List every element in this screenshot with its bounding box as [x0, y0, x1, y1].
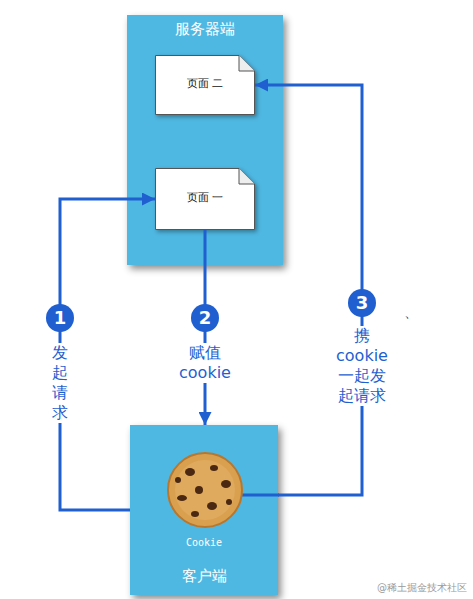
cookie-chip	[207, 502, 217, 510]
node-caption: Cookie	[130, 537, 278, 549]
flow-arrow	[204, 230, 207, 425]
flow-arrow	[255, 85, 362, 495]
page-document: 页面 二	[155, 55, 255, 115]
server-box: 服务器端页面 二页面 一	[127, 15, 283, 265]
document-body	[156, 56, 255, 115]
client-box: Cookie 客户端	[130, 425, 278, 595]
cookie-chip	[195, 486, 203, 494]
cookie-body	[168, 453, 242, 527]
node-title: 页面 一	[155, 191, 255, 204]
cookie-chip	[185, 468, 195, 476]
callout-number: 1	[46, 304, 74, 332]
cookie-highlight	[175, 460, 235, 520]
cookie-chip	[177, 495, 187, 501]
edge-label: 赋值 cookie	[175, 343, 235, 383]
node-title: 服务器端	[127, 20, 283, 38]
cookie-chip	[191, 511, 199, 517]
cookie-chip	[226, 499, 232, 505]
edge-label: 携 cookie 一起发起请求	[332, 326, 392, 406]
cookie-chip	[210, 465, 218, 471]
cookie-chip	[221, 480, 231, 488]
node-title: 页面 二	[155, 77, 255, 90]
document-fold	[239, 56, 255, 72]
callout-number: 2	[191, 304, 219, 332]
cookie-chip	[175, 477, 181, 483]
document-body	[156, 169, 255, 230]
node-title: 客户端	[130, 567, 278, 585]
page-document: 页面 一	[155, 168, 255, 230]
document-fold	[239, 169, 255, 185]
flow-arrow	[60, 199, 155, 510]
watermark: @稀土掘金技术社区	[377, 581, 467, 595]
stray-mark: 、	[404, 304, 418, 322]
edge-label: 发起请求	[50, 343, 70, 423]
cookie-wire	[241, 494, 279, 497]
callout-number: 3	[348, 289, 376, 317]
